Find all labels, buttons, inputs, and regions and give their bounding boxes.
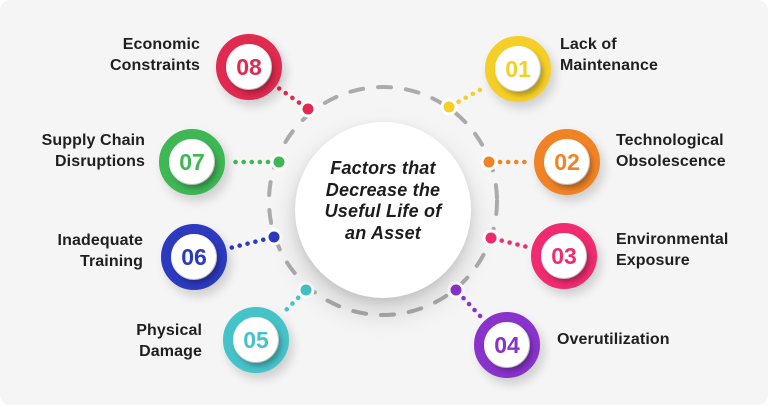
- factor-label-lack-of-maintenance: Lack of Maintenance: [560, 36, 659, 74]
- anchor-dot-06: [265, 228, 283, 246]
- factor-ring-02: 02: [534, 129, 600, 195]
- connector-08: [276, 86, 317, 118]
- connector-04: [447, 281, 485, 321]
- factor-label-supply-chain-disruptions: Supply Chain Disruptions: [41, 132, 145, 170]
- factor-number-disc: 07: [170, 140, 214, 184]
- factor-number-disc: 08: [227, 45, 271, 89]
- factor-number-disc: 02: [545, 140, 589, 184]
- factor-number-disc: 04: [485, 323, 529, 367]
- factor-ring-05: 05: [223, 307, 289, 373]
- dashed-circle: [267, 85, 499, 317]
- connector-05: [279, 281, 315, 317]
- factor-label-inadequate-training: Inadequate Training: [57, 232, 143, 270]
- connector-03: [482, 229, 532, 250]
- connector-06: [226, 228, 283, 251]
- factor-ring-01: 01: [485, 36, 551, 102]
- factor-ring-07: 07: [159, 129, 225, 195]
- factor-label-overutilization: Overutilization: [557, 331, 670, 348]
- factor-ring-08: 08: [216, 34, 282, 100]
- factor-number-disc: 06: [172, 235, 216, 279]
- factor-number: 03: [551, 242, 577, 269]
- anchor-dot-03: [482, 229, 500, 247]
- factor-number: 08: [236, 53, 262, 80]
- factor-number-disc: 01: [496, 47, 540, 91]
- center-title-circle: Factors that Decrease the Useful Life of…: [295, 122, 471, 298]
- factor-ring-06: 06: [161, 224, 227, 290]
- center-title-line: an Asset: [345, 222, 421, 243]
- factor-ring-03: 03: [531, 223, 597, 289]
- factor-number: 01: [505, 55, 531, 82]
- connector-01: [440, 84, 488, 116]
- anchor-dot-07: [270, 153, 288, 171]
- anchor-dot-08: [299, 100, 317, 118]
- center-title-line: Useful Life of: [324, 201, 442, 221]
- connector-07: [225, 153, 288, 171]
- factor-label-technological-obsolescence: Technological Obsolescence: [616, 132, 726, 170]
- anchor-dot-05: [297, 281, 315, 299]
- anchor-dot-01: [440, 98, 458, 116]
- factor-number: 02: [554, 148, 580, 175]
- factor-ring-04: 04: [474, 312, 540, 378]
- factor-number: 07: [179, 148, 205, 175]
- center-title-line: Decrease the: [325, 179, 441, 200]
- factor-number: 05: [243, 326, 269, 353]
- connector-02: [480, 153, 534, 171]
- factor-label-physical-damage: Physical Damage: [136, 322, 202, 360]
- factor-label-economic-constraints: Economic Constraints: [110, 36, 200, 74]
- factor-number: 06: [181, 243, 207, 270]
- anchor-dot-04: [447, 281, 465, 299]
- factor-number-disc: 03: [542, 234, 586, 278]
- anchor-dot-02: [480, 153, 498, 171]
- factor-label-environmental-exposure: Environmental Exposure: [616, 231, 729, 269]
- center-title-line: Factors that: [330, 158, 436, 178]
- factor-number: 04: [494, 331, 520, 358]
- factor-number-disc: 05: [234, 318, 278, 362]
